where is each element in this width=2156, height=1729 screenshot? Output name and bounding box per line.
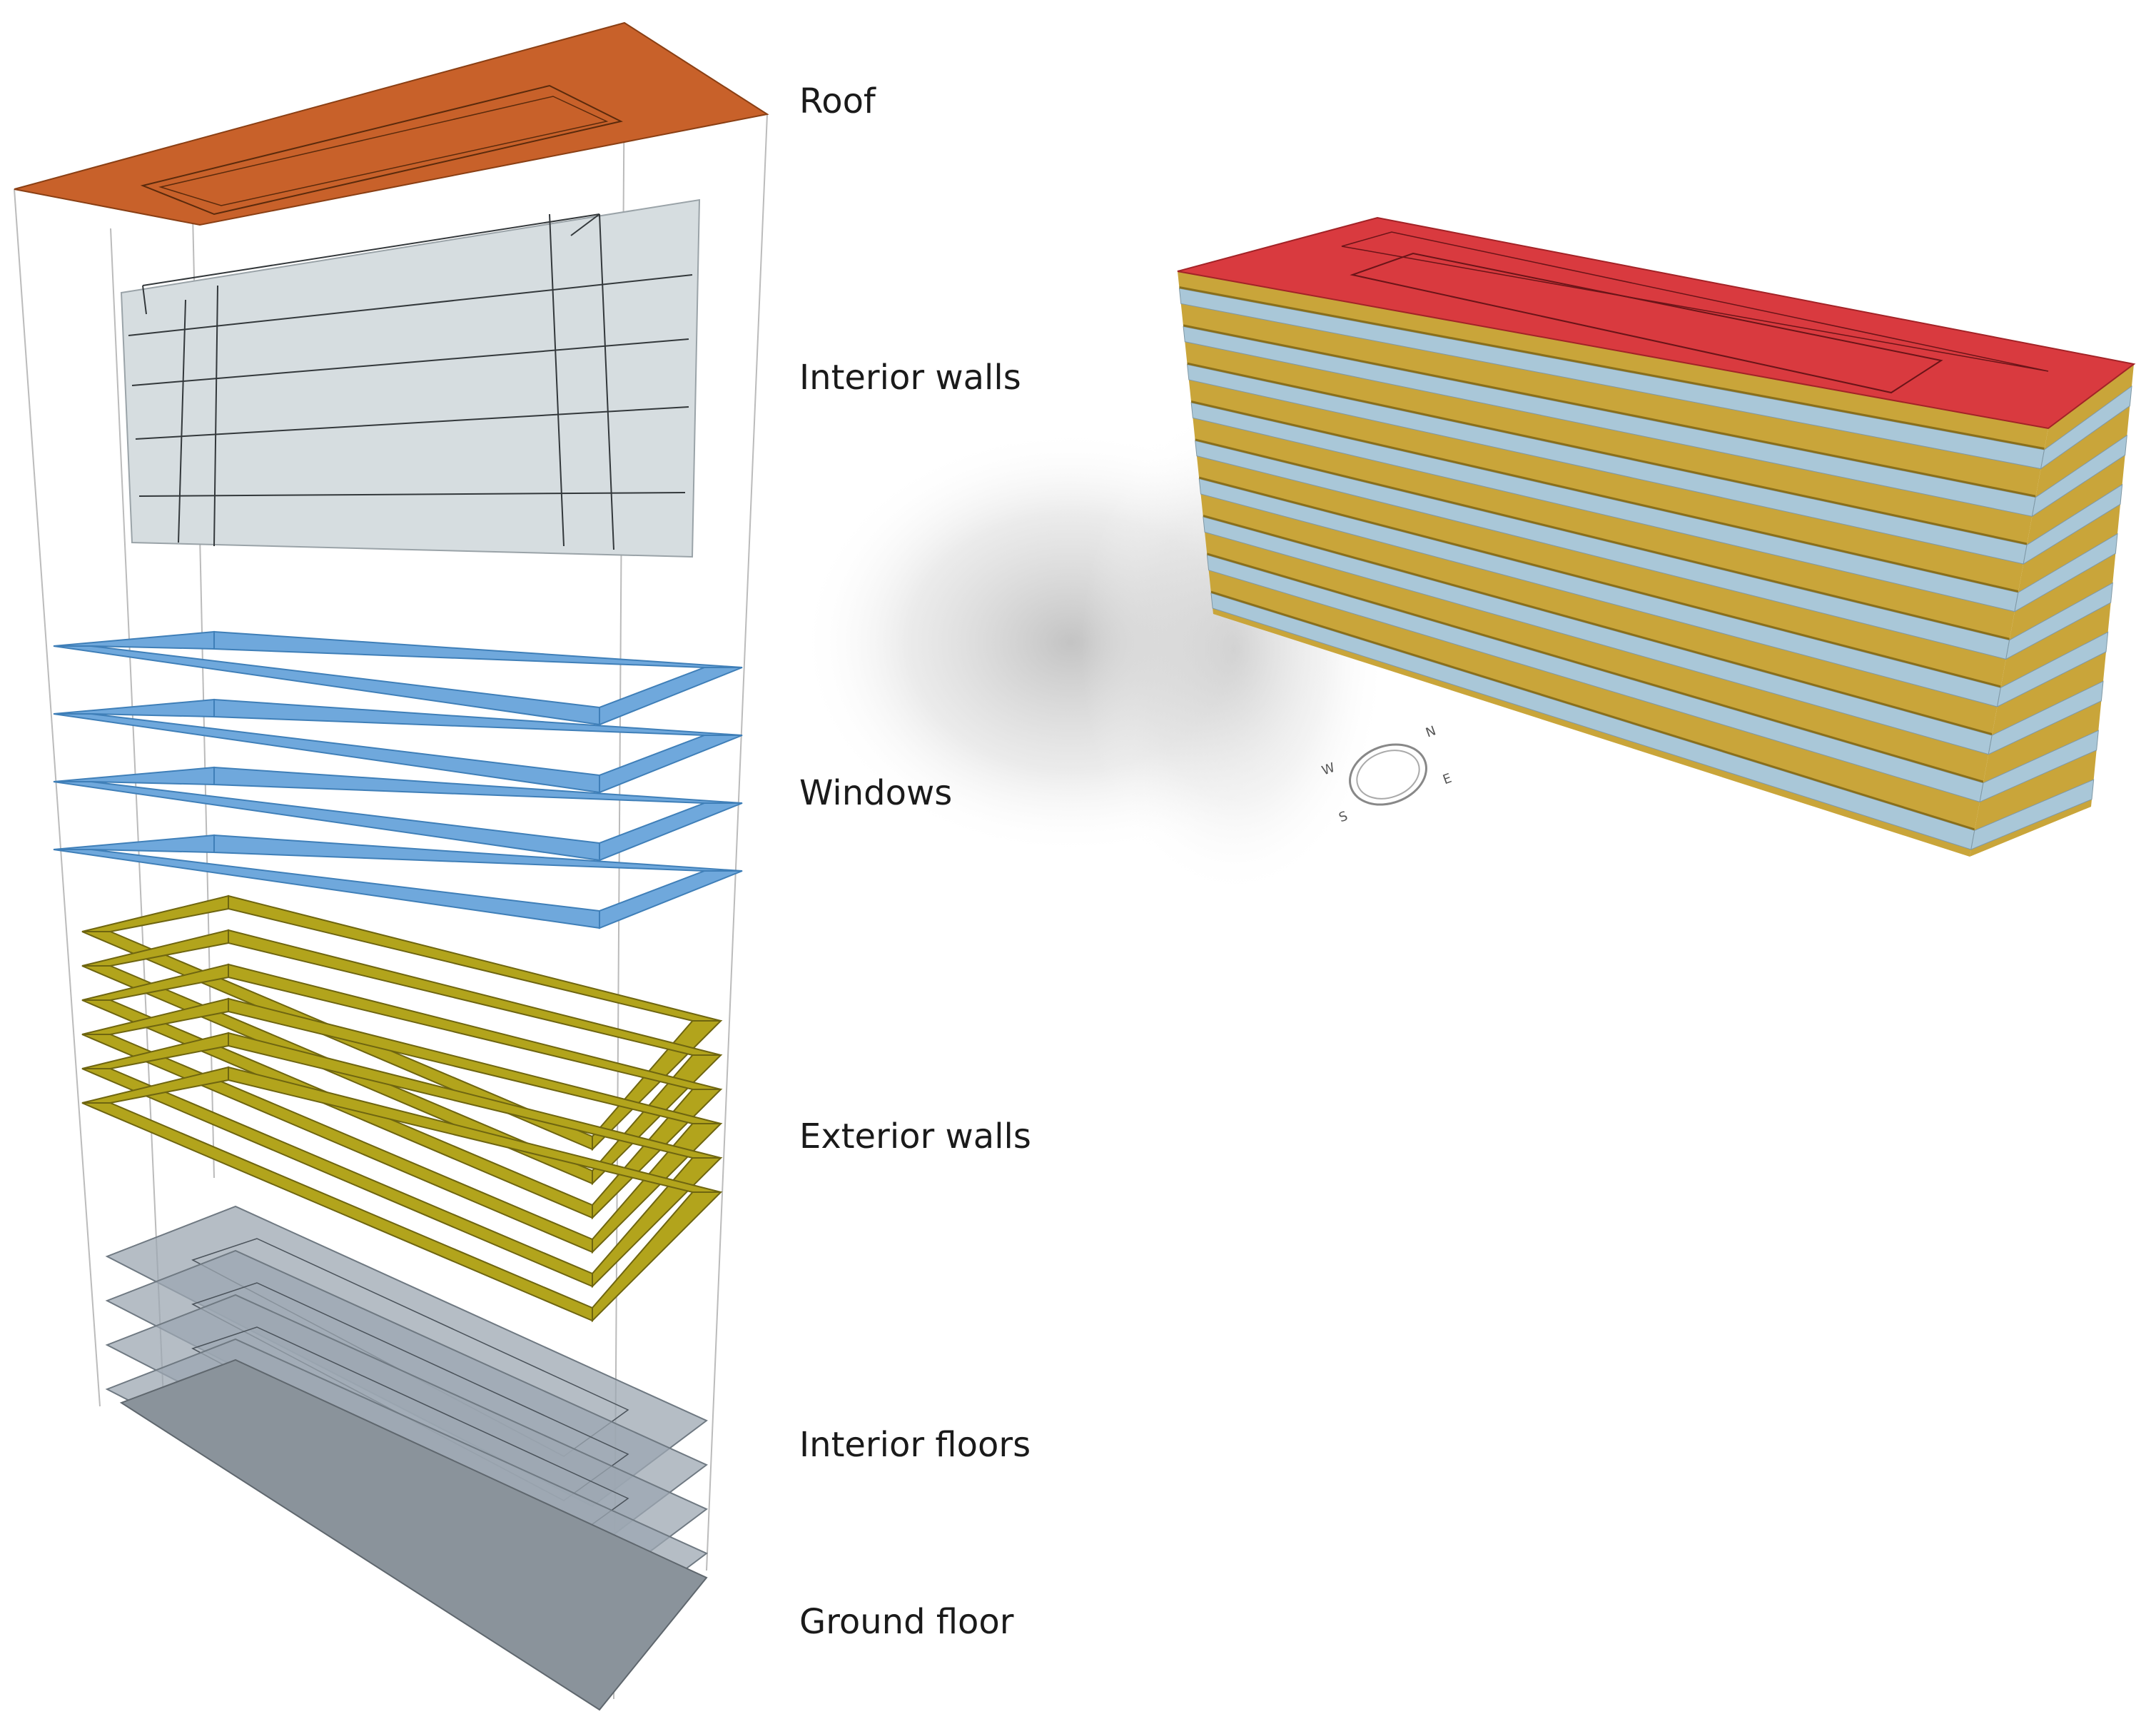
interior-walls-layer [120, 198, 701, 558]
roof-layer [14, 21, 769, 226]
model-side-window-band [2014, 533, 2118, 613]
model-wall-edge [1210, 590, 1975, 831]
model-side-window-band [2005, 582, 2113, 660]
model-side-window-band [2031, 434, 2127, 518]
model-side-window-band [1988, 680, 2104, 755]
window-ring [53, 766, 743, 862]
model-wall-edge [1195, 438, 2010, 640]
ground-floor-plate [119, 1358, 708, 1711]
label-windows: Windows [799, 773, 953, 813]
exterior-wall-ring [81, 1066, 723, 1323]
window-ring [53, 698, 743, 794]
compass-north: N [1424, 723, 1438, 740]
label-interior-floors: Interior floors [799, 1425, 1031, 1465]
model-wall-edge [1187, 362, 2028, 545]
windows-layer [53, 630, 743, 929]
model-wall-edge [1207, 553, 1983, 783]
model-wall-edge [1199, 476, 2001, 688]
model-wall-edge [1203, 515, 1993, 735]
window-ring [53, 630, 743, 726]
compass-east: E [1441, 771, 1454, 788]
model-wall-edge [1183, 324, 2036, 498]
model-roof [1177, 216, 2136, 430]
model-side-window-band [1970, 779, 2095, 850]
label-exterior-walls: Exterior walls [799, 1116, 1031, 1156]
building-model [799, 216, 2136, 899]
model-side-window-band [2023, 483, 2123, 565]
label-interior-walls: Interior walls [799, 358, 1021, 398]
exterior-wall-ring [81, 1032, 723, 1289]
ground-floor-layer [119, 1358, 708, 1711]
model-wall-edge [1179, 286, 2045, 450]
model-side-window-band [2040, 385, 2132, 470]
model-side-window-band [1996, 631, 2109, 707]
label-roof: Roof [799, 81, 876, 121]
model-wall-edge [1191, 400, 2018, 593]
window-ring [53, 834, 743, 929]
label-ground-floor: Ground floor [799, 1602, 1014, 1642]
model-side-window-band [1979, 730, 2099, 803]
exterior-walls-layer [81, 894, 723, 1323]
